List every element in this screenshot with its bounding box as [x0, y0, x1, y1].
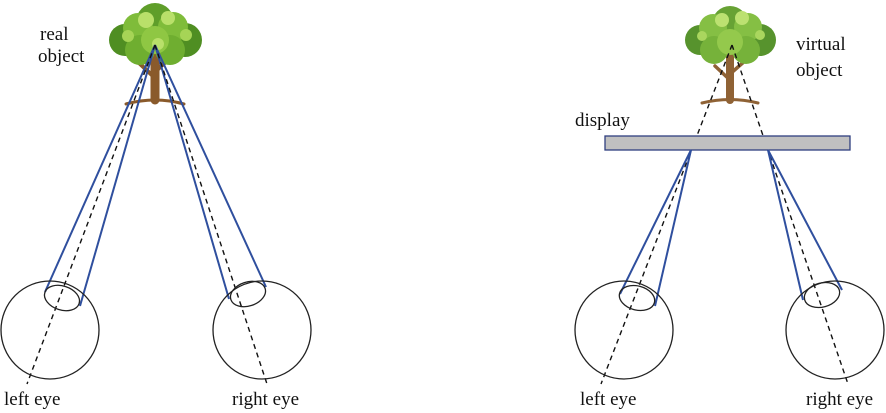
virtual-object-label-line1: virtual	[796, 34, 846, 55]
virtual-tree-icon	[685, 6, 776, 105]
virtual-left-eye-label: left eye	[580, 389, 636, 410]
real-right-sight-line	[154, 44, 268, 385]
virtual-right-eye-cone	[767, 149, 843, 301]
real-left-eye-cone	[44, 44, 156, 307]
real-object-label-line1: real	[40, 24, 68, 45]
virtual-right-sight-line	[731, 44, 849, 385]
real-tree-icon	[109, 3, 202, 106]
real-left-sight-line	[26, 44, 156, 385]
real-right-eye-cone	[154, 44, 267, 300]
display-panel	[604, 135, 851, 151]
real-object-panel: real object left eye right eye	[0, 3, 312, 410]
real-right-eye-icon	[212, 280, 312, 380]
virtual-right-eye-label: right eye	[806, 389, 873, 410]
real-right-eye-label: right eye	[232, 389, 299, 410]
virtual-right-eye-icon	[785, 280, 885, 380]
display-label: display	[575, 110, 630, 131]
real-left-eye-label: left eye	[4, 389, 60, 410]
virtual-object-panel: virtual object display left eye right ey…	[574, 6, 885, 410]
real-left-eye-icon	[0, 280, 100, 380]
virtual-left-eye-cone	[619, 149, 692, 307]
virtual-left-sight-line	[600, 44, 733, 385]
virtual-left-eye-icon	[574, 280, 674, 380]
virtual-object-label-line2: object	[796, 60, 843, 81]
real-object-label-line2: object	[38, 46, 85, 67]
